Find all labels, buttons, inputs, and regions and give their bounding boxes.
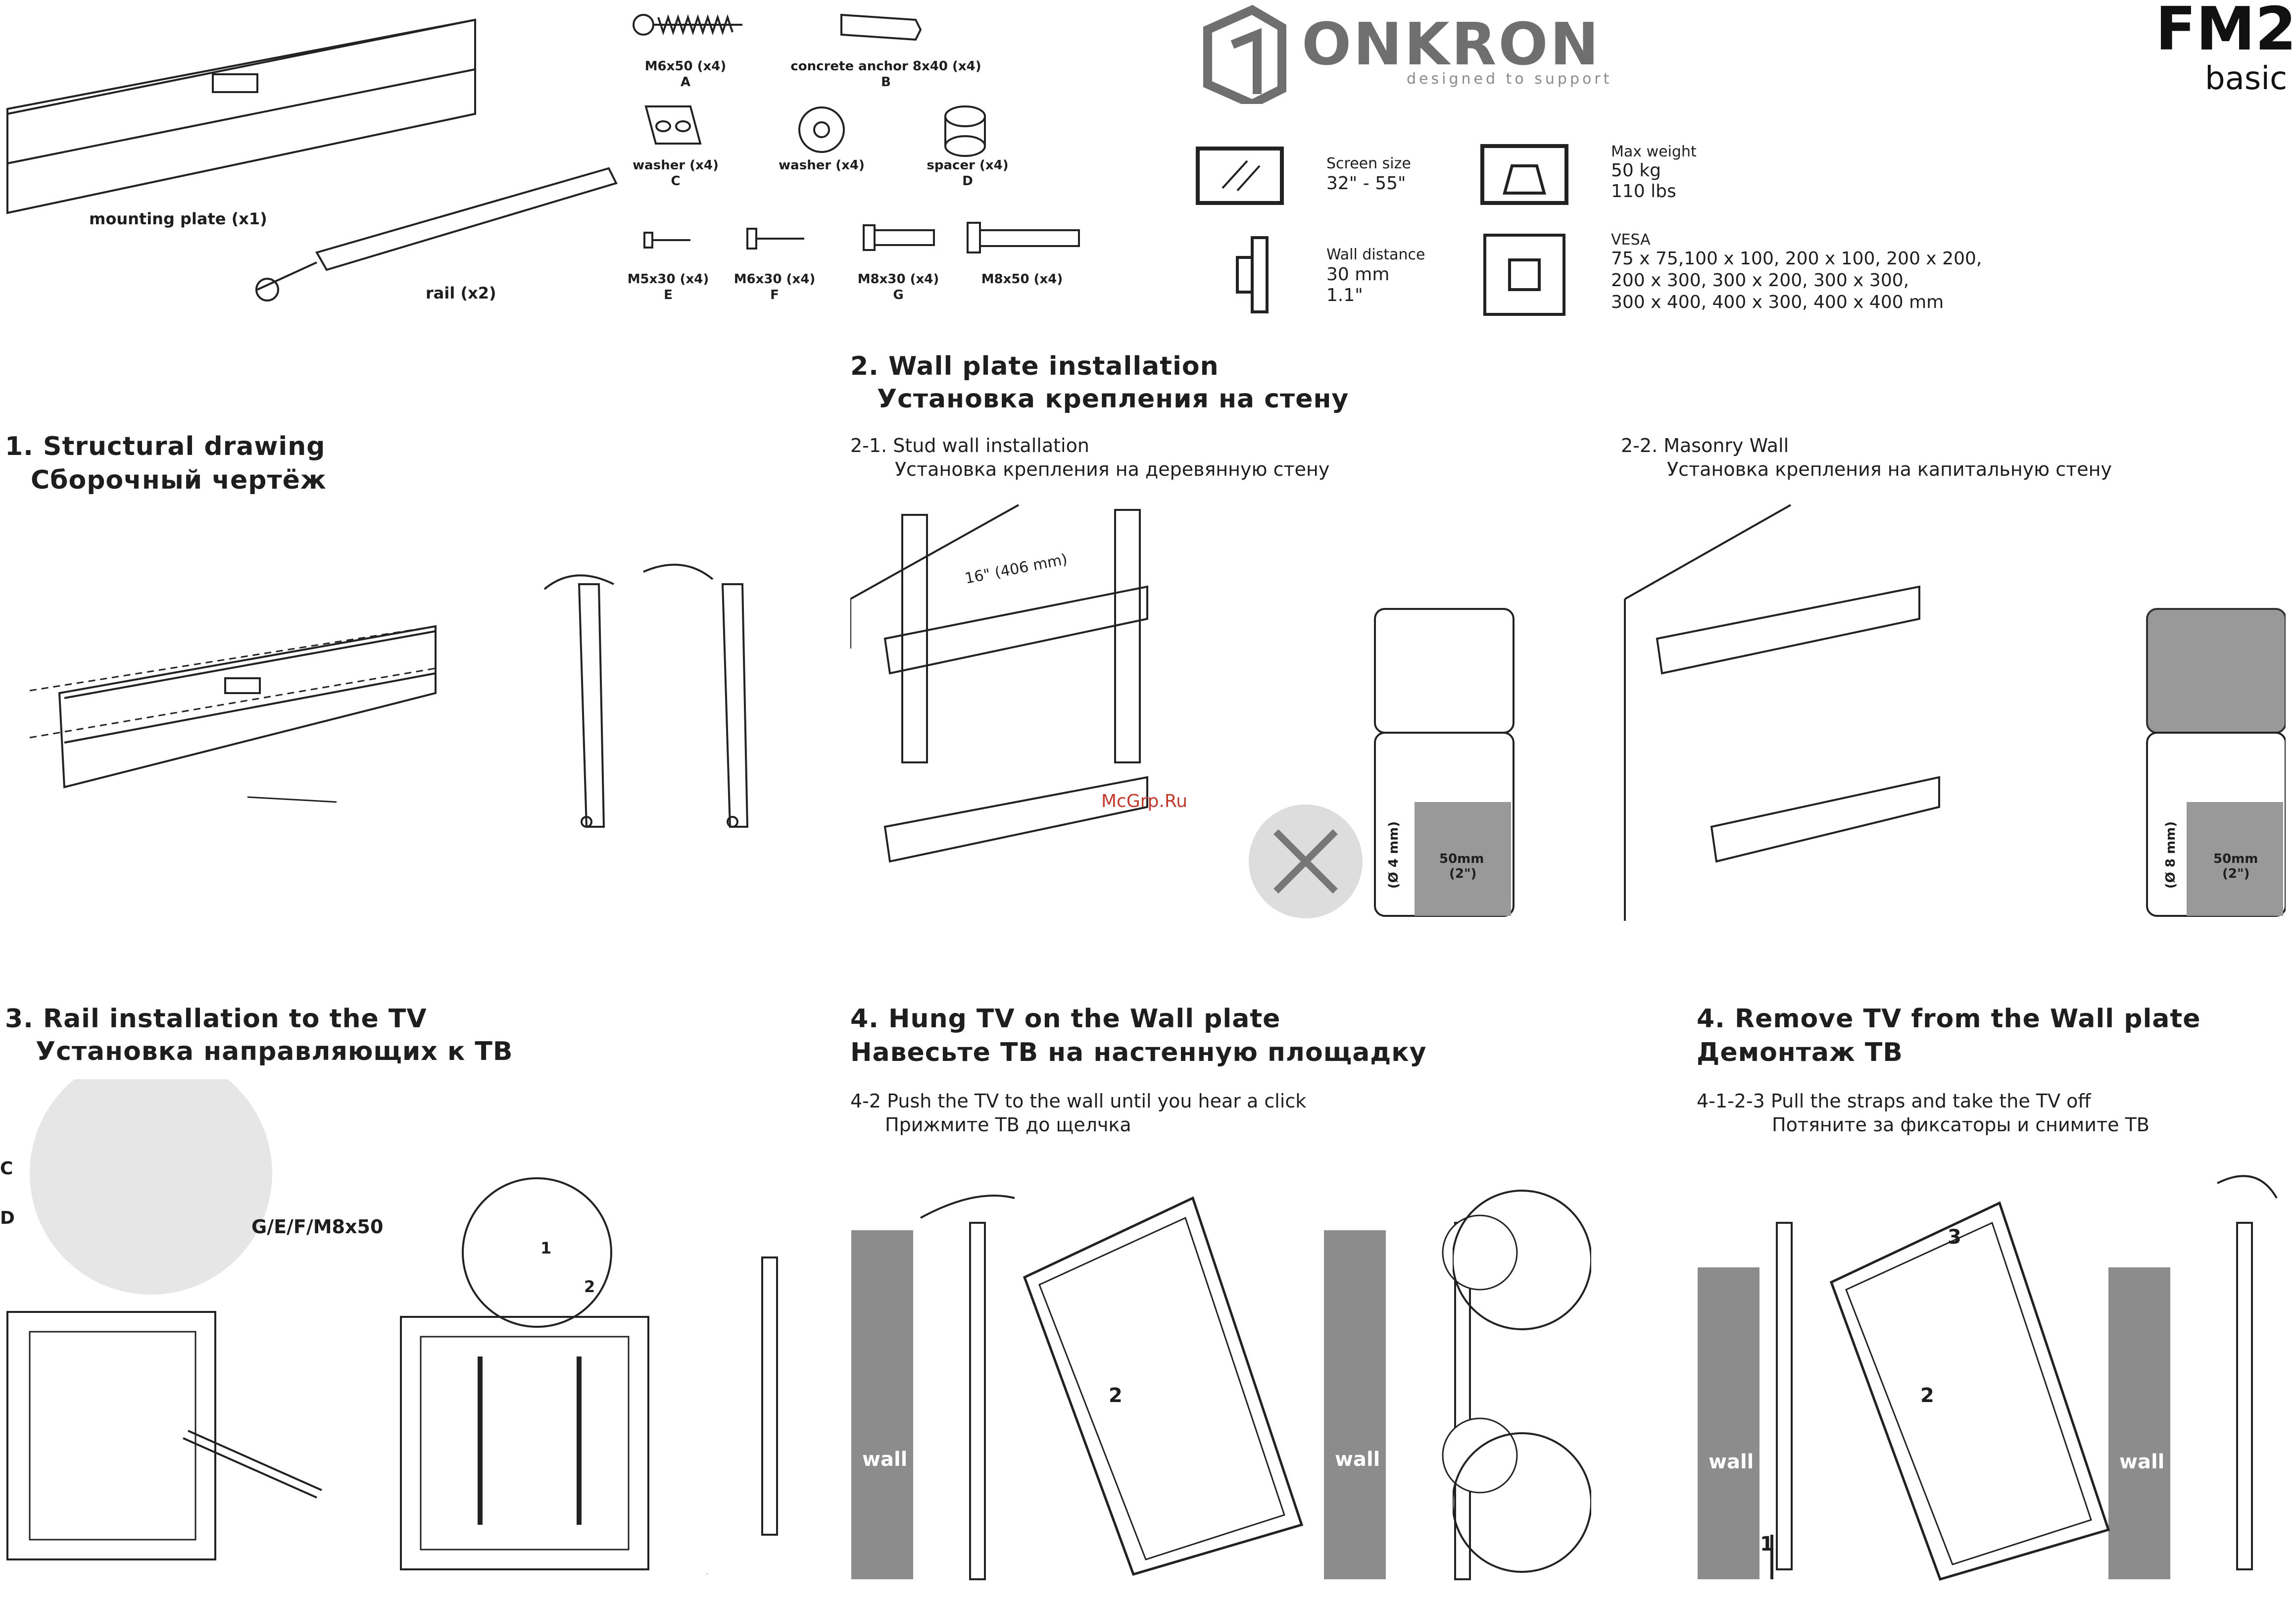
wall-distance-mm: 30 mm (1326, 264, 1390, 285)
s4b-step: 4-1-2-3 Pull the straps and take the TV … (1697, 1090, 2091, 1112)
s4b-subtitle: Демонтаж ТВ (1697, 1038, 1903, 1067)
brand-name: ONKRON (1302, 10, 1601, 78)
part-g-label: M8x30 (x4)G (857, 272, 939, 302)
rail-label: rail (x2) (426, 284, 496, 302)
s2-stud-step: 2-1. Stud wall installation (850, 435, 1089, 456)
s3-step-1: 1 (540, 1239, 552, 1257)
max-weight-label: Max weight (1611, 143, 1697, 160)
s3-step-2: 2 (584, 1277, 595, 1296)
s2-masonry-step-ru: Установка крепления на капитальную стену (1667, 458, 2112, 480)
s4b-wall-label-2: wall (2119, 1451, 2165, 1473)
s4a-subtitle: Навесьте ТВ на настенную площадку (850, 1038, 1427, 1067)
s1-subtitle: Сборочный чертёж (31, 465, 327, 495)
part-h-label: M8x50 (x4) (981, 272, 1063, 287)
s3-label-c: C (0, 1158, 13, 1179)
watermark: McGrp.Ru (1101, 791, 1188, 811)
s2-masonry-step: 2-2. Masonry Wall (1621, 435, 1789, 456)
screen-size-icon (1196, 147, 1284, 205)
masonry-depth-in: (2") (2222, 866, 2250, 881)
s1-structural-drawing (29, 563, 749, 828)
model-variant: basic (2205, 60, 2288, 97)
model-name: FM2 (2155, 0, 2296, 64)
masonry-depth: 50mm (2213, 852, 2258, 866)
s4a-step-ru: Прижмите ТВ до щелчка (885, 1114, 1131, 1136)
vesa-line-1: 75 x 75,100 x 100, 200 x 100, 200 x 200, (1611, 249, 1982, 269)
mounting-plate-drawing (6, 18, 476, 214)
vesa-line-3: 300 x 400, 400 x 300, 400 x 400 mm (1611, 292, 1944, 312)
part-b-label: concrete anchor 8x40 (x4)B (790, 59, 981, 90)
stud-depth-in: (2") (1449, 866, 1477, 881)
s4b-wall-panel-1: wall (1698, 1267, 1759, 1579)
s4b-wall-label-1: wall (1709, 1451, 1754, 1473)
screen-size-label: Screen size (1326, 155, 1411, 172)
s4a-step-2: 2 (1109, 1384, 1123, 1407)
s4b-wall-panel-2: wall (2108, 1267, 2170, 1579)
part-d-label: spacer (x4)D (927, 158, 1009, 189)
wall-distance-icon (1236, 236, 1269, 313)
s3-drawings (6, 1079, 778, 1574)
spacer-d-drawing (944, 105, 986, 157)
s4a-step: 4-2 Push the TV to the wall until you he… (850, 1090, 1307, 1112)
wall-distance-label: Wall distance (1326, 246, 1425, 263)
vesa-label: VESA (1611, 231, 1651, 249)
max-weight-icon (1480, 144, 1568, 205)
part-c-label: washer (x4)C (633, 158, 719, 189)
part-a-label: M6x50 (x4)A (644, 59, 727, 90)
rail-drawing (255, 167, 618, 301)
s3-subtitle: Установка направляющих к ТВ (36, 1037, 513, 1066)
washer-c-drawing (644, 105, 702, 145)
screw-a-drawing (633, 14, 742, 36)
s3-screws-label: G/E/F/M8x50 (251, 1216, 384, 1238)
onkron-logo-icon (1203, 5, 1286, 104)
s2-subtitle: Установка крепления на стену (877, 384, 1349, 414)
vesa-icon (1483, 234, 1565, 316)
washer-label: washer (x4) (779, 158, 865, 173)
anchor-b-drawing (840, 13, 922, 41)
s4a-title: 4. Hung TV on the Wall plate (850, 1004, 1281, 1034)
parts-drawing (6, 13, 1080, 301)
s2-drawings (850, 504, 2286, 921)
s4b-drawings (1770, 1175, 2278, 1581)
s3-title: 3. Rail installation to the TV (5, 1004, 427, 1034)
s4a-wall-label-2: wall (1335, 1448, 1380, 1471)
masonry-drill-diameter: (Ø 8 mm) (2163, 821, 2179, 889)
s1-title: 1. Structural drawing (5, 432, 326, 461)
max-weight-lbs: 110 lbs (1611, 181, 1676, 201)
s4b-title: 4. Remove TV from the Wall plate (1697, 1004, 2201, 1034)
part-e-label: M5x30 (x4)E (627, 272, 709, 302)
s4a-detail-circles (1453, 1190, 1591, 1573)
s4a-wall-panel-2: wall (1324, 1230, 1386, 1579)
stud-depth: 50mm (1439, 852, 1484, 866)
washer-drawing (798, 106, 845, 153)
s4b-step-1: 1 (1760, 1533, 1774, 1556)
s4b-step-3: 3 (1948, 1226, 1961, 1249)
s3-label-d: D (0, 1208, 15, 1228)
part-f-label: M6x30 (x4)F (733, 272, 816, 302)
s2-title: 2. Wall plate installation (850, 351, 1219, 381)
spec-icons (1196, 144, 1568, 316)
wall-distance-in: 1.1" (1326, 285, 1363, 305)
s2-stud-step-ru: Установка крепления на деревянную стену (895, 458, 1330, 480)
vesa-line-2: 200 x 300, 300 x 200, 300 x 300, (1611, 270, 1909, 291)
s4b-step-2: 2 (1920, 1384, 1934, 1407)
s4a-wall-panel-1: wall (851, 1230, 913, 1579)
s4a-wall-label-1: wall (862, 1448, 908, 1471)
s4b-step-ru: Потяните за фиксаторы и снимите ТВ (1772, 1114, 2149, 1136)
screen-size-value: 32" - 55" (1326, 173, 1406, 194)
max-weight-kg: 50 kg (1611, 160, 1661, 181)
screws-efgh-drawing (643, 222, 1080, 253)
brand-tagline: designed to support (1407, 70, 1612, 88)
mounting-plate-label: mounting plate (x1) (89, 209, 267, 228)
stud-drill-diameter: (Ø 4 mm) (1386, 821, 1402, 889)
